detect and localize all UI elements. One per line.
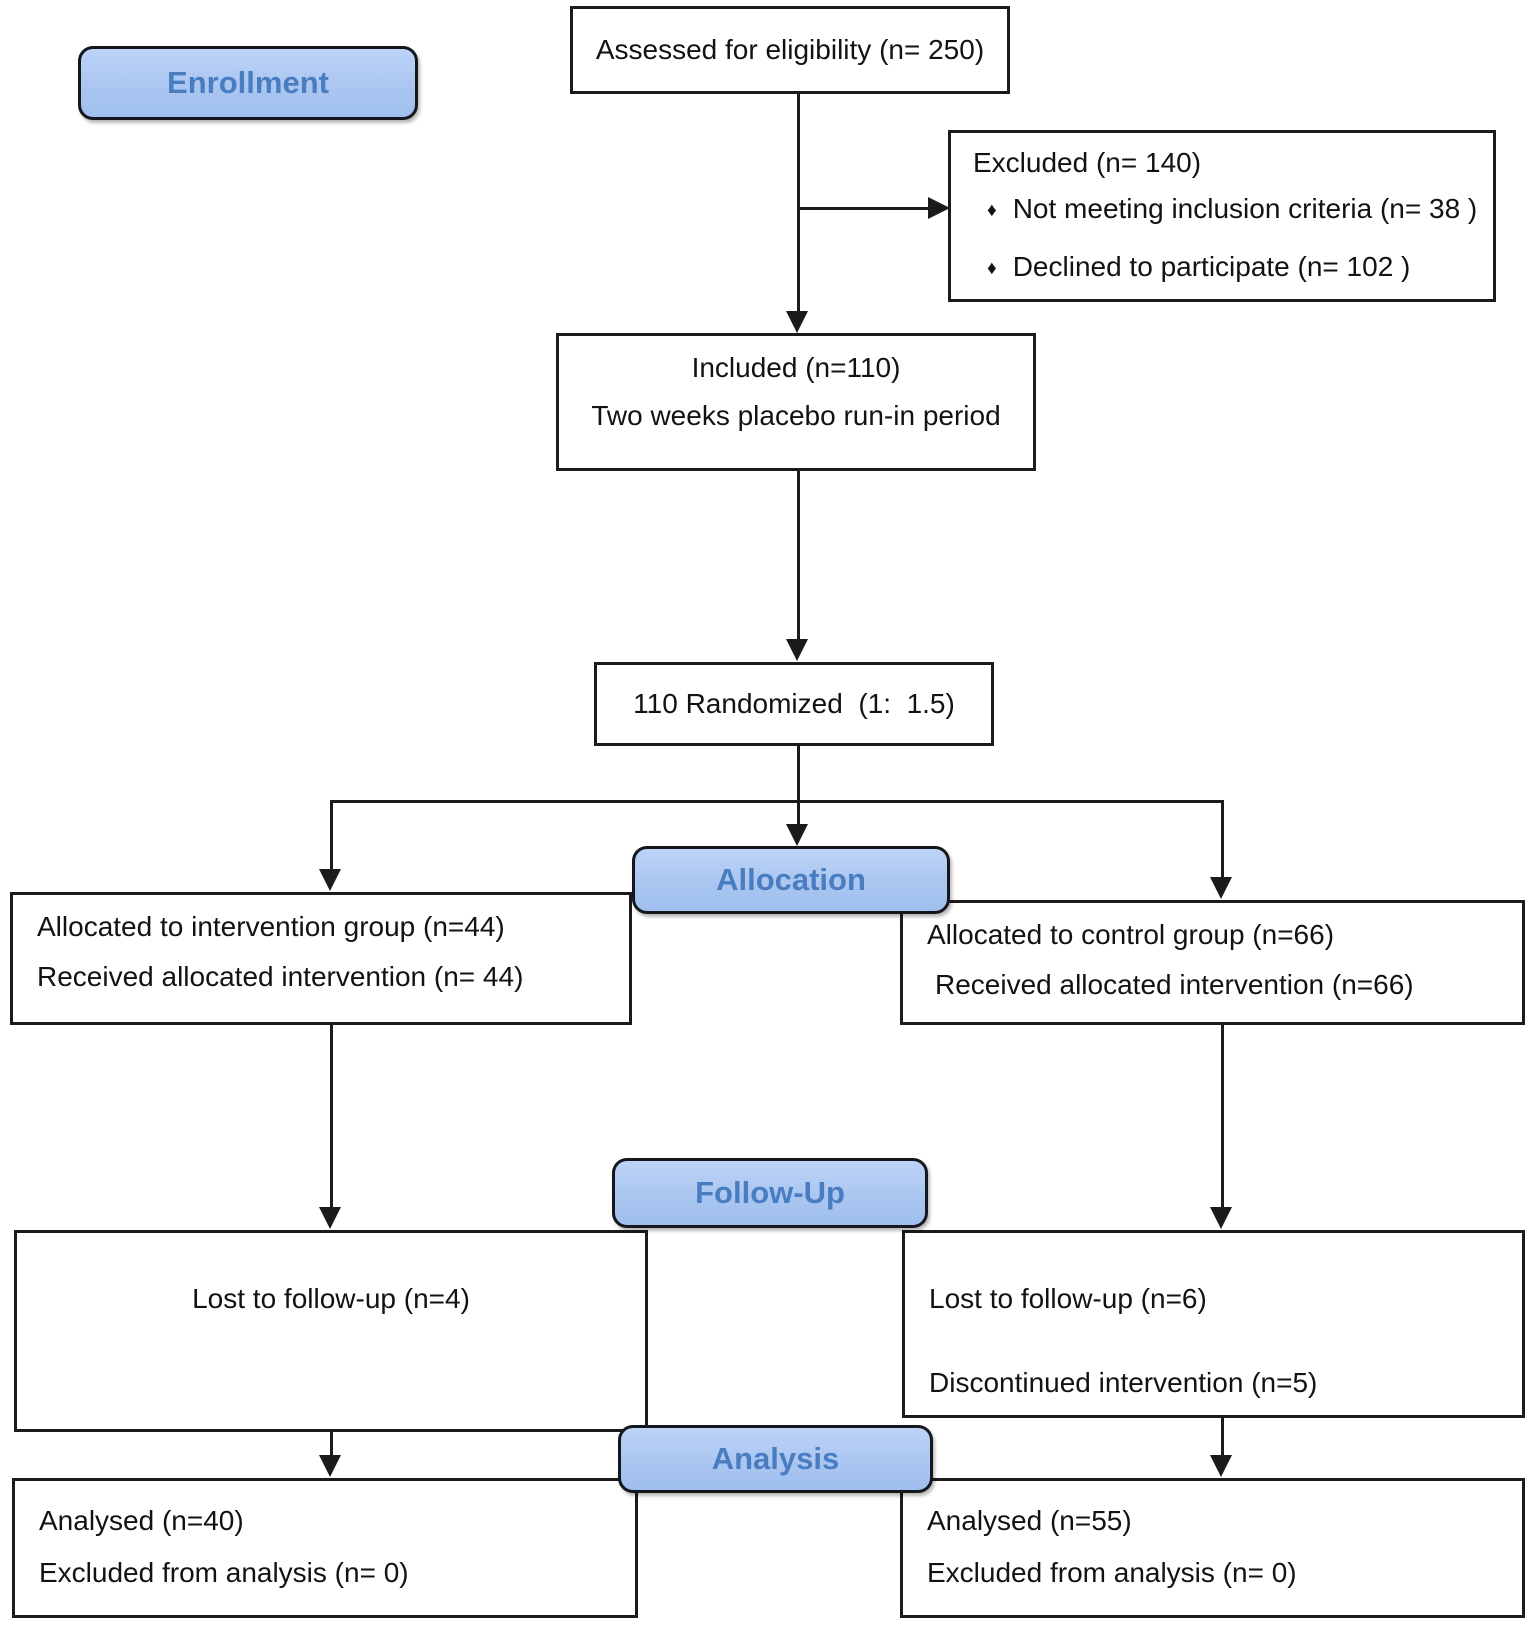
stage-label-allocation-text: Allocation bbox=[716, 862, 866, 897]
allocated-control-line: Allocated to control group (n=66) bbox=[927, 919, 1335, 950]
analysis-intervention-box: Analysed (n=40) Excluded from analysis (… bbox=[12, 1478, 638, 1618]
arrow-down-icon bbox=[786, 639, 808, 661]
excluded-bullet-row: ♦ Declined to participate (n= 102 ) bbox=[987, 249, 1485, 289]
randomized-box: 110 Randomized (1: 1.5) bbox=[594, 662, 994, 746]
connector-branch-to-allocation-label bbox=[797, 800, 800, 828]
allocated-intervention-box: Allocated to intervention group (n=44) R… bbox=[10, 892, 632, 1025]
stage-label-followup: Follow-Up bbox=[612, 1158, 928, 1228]
arrow-down-icon bbox=[319, 1455, 341, 1477]
connector-followup-to-analysis-left bbox=[330, 1432, 333, 1458]
followup-control-box: Lost to follow-up (n=6) Discontinued int… bbox=[902, 1230, 1525, 1418]
arrow-down-icon bbox=[319, 869, 341, 891]
excluded-bullet-text: Declined to participate (n= 102 ) bbox=[1012, 251, 1411, 282]
diamond-bullet-icon: ♦ bbox=[987, 258, 997, 279]
stage-label-allocation: Allocation bbox=[632, 846, 950, 914]
excluded-bullet-row: ♦ Not meeting inclusion criteria (n= 38 … bbox=[987, 191, 1485, 231]
allocated-intervention-line: Received allocated intervention (n= 44) bbox=[37, 961, 524, 992]
included-line: Included (n=110) bbox=[691, 352, 901, 383]
arrow-down-icon bbox=[1210, 1455, 1232, 1477]
allocated-control-line: Received allocated intervention (n=66) bbox=[935, 969, 1414, 1000]
arrow-right-icon bbox=[928, 197, 950, 219]
connector-intervention-to-followup bbox=[330, 1025, 333, 1210]
connector-included-to-randomized bbox=[797, 471, 800, 641]
assessed-eligibility-box: Assessed for eligibility (n= 250) bbox=[570, 6, 1010, 94]
connector-randomized-to-branch bbox=[797, 746, 800, 803]
followup-control-line: Discontinued intervention (n=5) bbox=[929, 1367, 1318, 1398]
arrow-down-icon bbox=[1210, 877, 1232, 899]
connector-to-excluded bbox=[797, 207, 930, 210]
randomized-text: 110 Randomized (1: 1.5) bbox=[633, 688, 955, 719]
allocated-control-box: Allocated to control group (n=66) Receiv… bbox=[900, 900, 1525, 1025]
arrow-down-icon bbox=[786, 311, 808, 333]
followup-intervention-box: Lost to follow-up (n=4) bbox=[14, 1230, 648, 1432]
arrow-down-icon bbox=[1210, 1207, 1232, 1229]
connector-branch-line bbox=[330, 800, 1224, 803]
stage-label-enrollment: Enrollment bbox=[78, 46, 418, 120]
analysis-control-line: Excluded from analysis (n= 0) bbox=[927, 1557, 1297, 1588]
analysis-intervention-line: Excluded from analysis (n= 0) bbox=[39, 1557, 409, 1588]
connector-followup-to-analysis-right bbox=[1221, 1418, 1224, 1458]
connector-branch-to-intervention bbox=[330, 800, 333, 872]
stage-label-enrollment-text: Enrollment bbox=[167, 65, 329, 100]
included-box: Included (n=110) Two weeks placebo run-i… bbox=[556, 333, 1036, 471]
excluded-title: Excluded (n= 140) bbox=[973, 147, 1202, 178]
connector-control-to-followup bbox=[1221, 1025, 1224, 1210]
analysis-control-box: Analysed (n=55) Excluded from analysis (… bbox=[900, 1478, 1525, 1618]
stage-label-analysis-text: Analysis bbox=[711, 1441, 840, 1476]
allocated-intervention-line: Allocated to intervention group (n=44) bbox=[37, 911, 505, 942]
followup-control-line: Lost to follow-up (n=6) bbox=[929, 1283, 1207, 1314]
stage-label-analysis: Analysis bbox=[618, 1425, 933, 1493]
assessed-eligibility-text: Assessed for eligibility (n= 250) bbox=[595, 34, 985, 65]
connector-branch-to-control bbox=[1221, 800, 1224, 880]
arrow-down-icon bbox=[319, 1207, 341, 1229]
arrow-down-icon bbox=[786, 824, 808, 846]
stage-label-followup-text: Follow-Up bbox=[695, 1175, 845, 1210]
excluded-bullet-text: Not meeting inclusion criteria (n= 38 ) bbox=[1012, 193, 1478, 224]
connector-assessed-to-included bbox=[797, 94, 800, 326]
diamond-bullet-icon: ♦ bbox=[987, 200, 997, 221]
followup-intervention-line: Lost to follow-up (n=4) bbox=[192, 1283, 470, 1314]
excluded-box: Excluded (n= 140) ♦ Not meeting inclusio… bbox=[948, 130, 1496, 302]
analysis-control-line: Analysed (n=55) bbox=[927, 1505, 1132, 1536]
analysis-intervention-line: Analysed (n=40) bbox=[39, 1505, 244, 1536]
included-line: Two weeks placebo run-in period bbox=[591, 400, 1001, 431]
